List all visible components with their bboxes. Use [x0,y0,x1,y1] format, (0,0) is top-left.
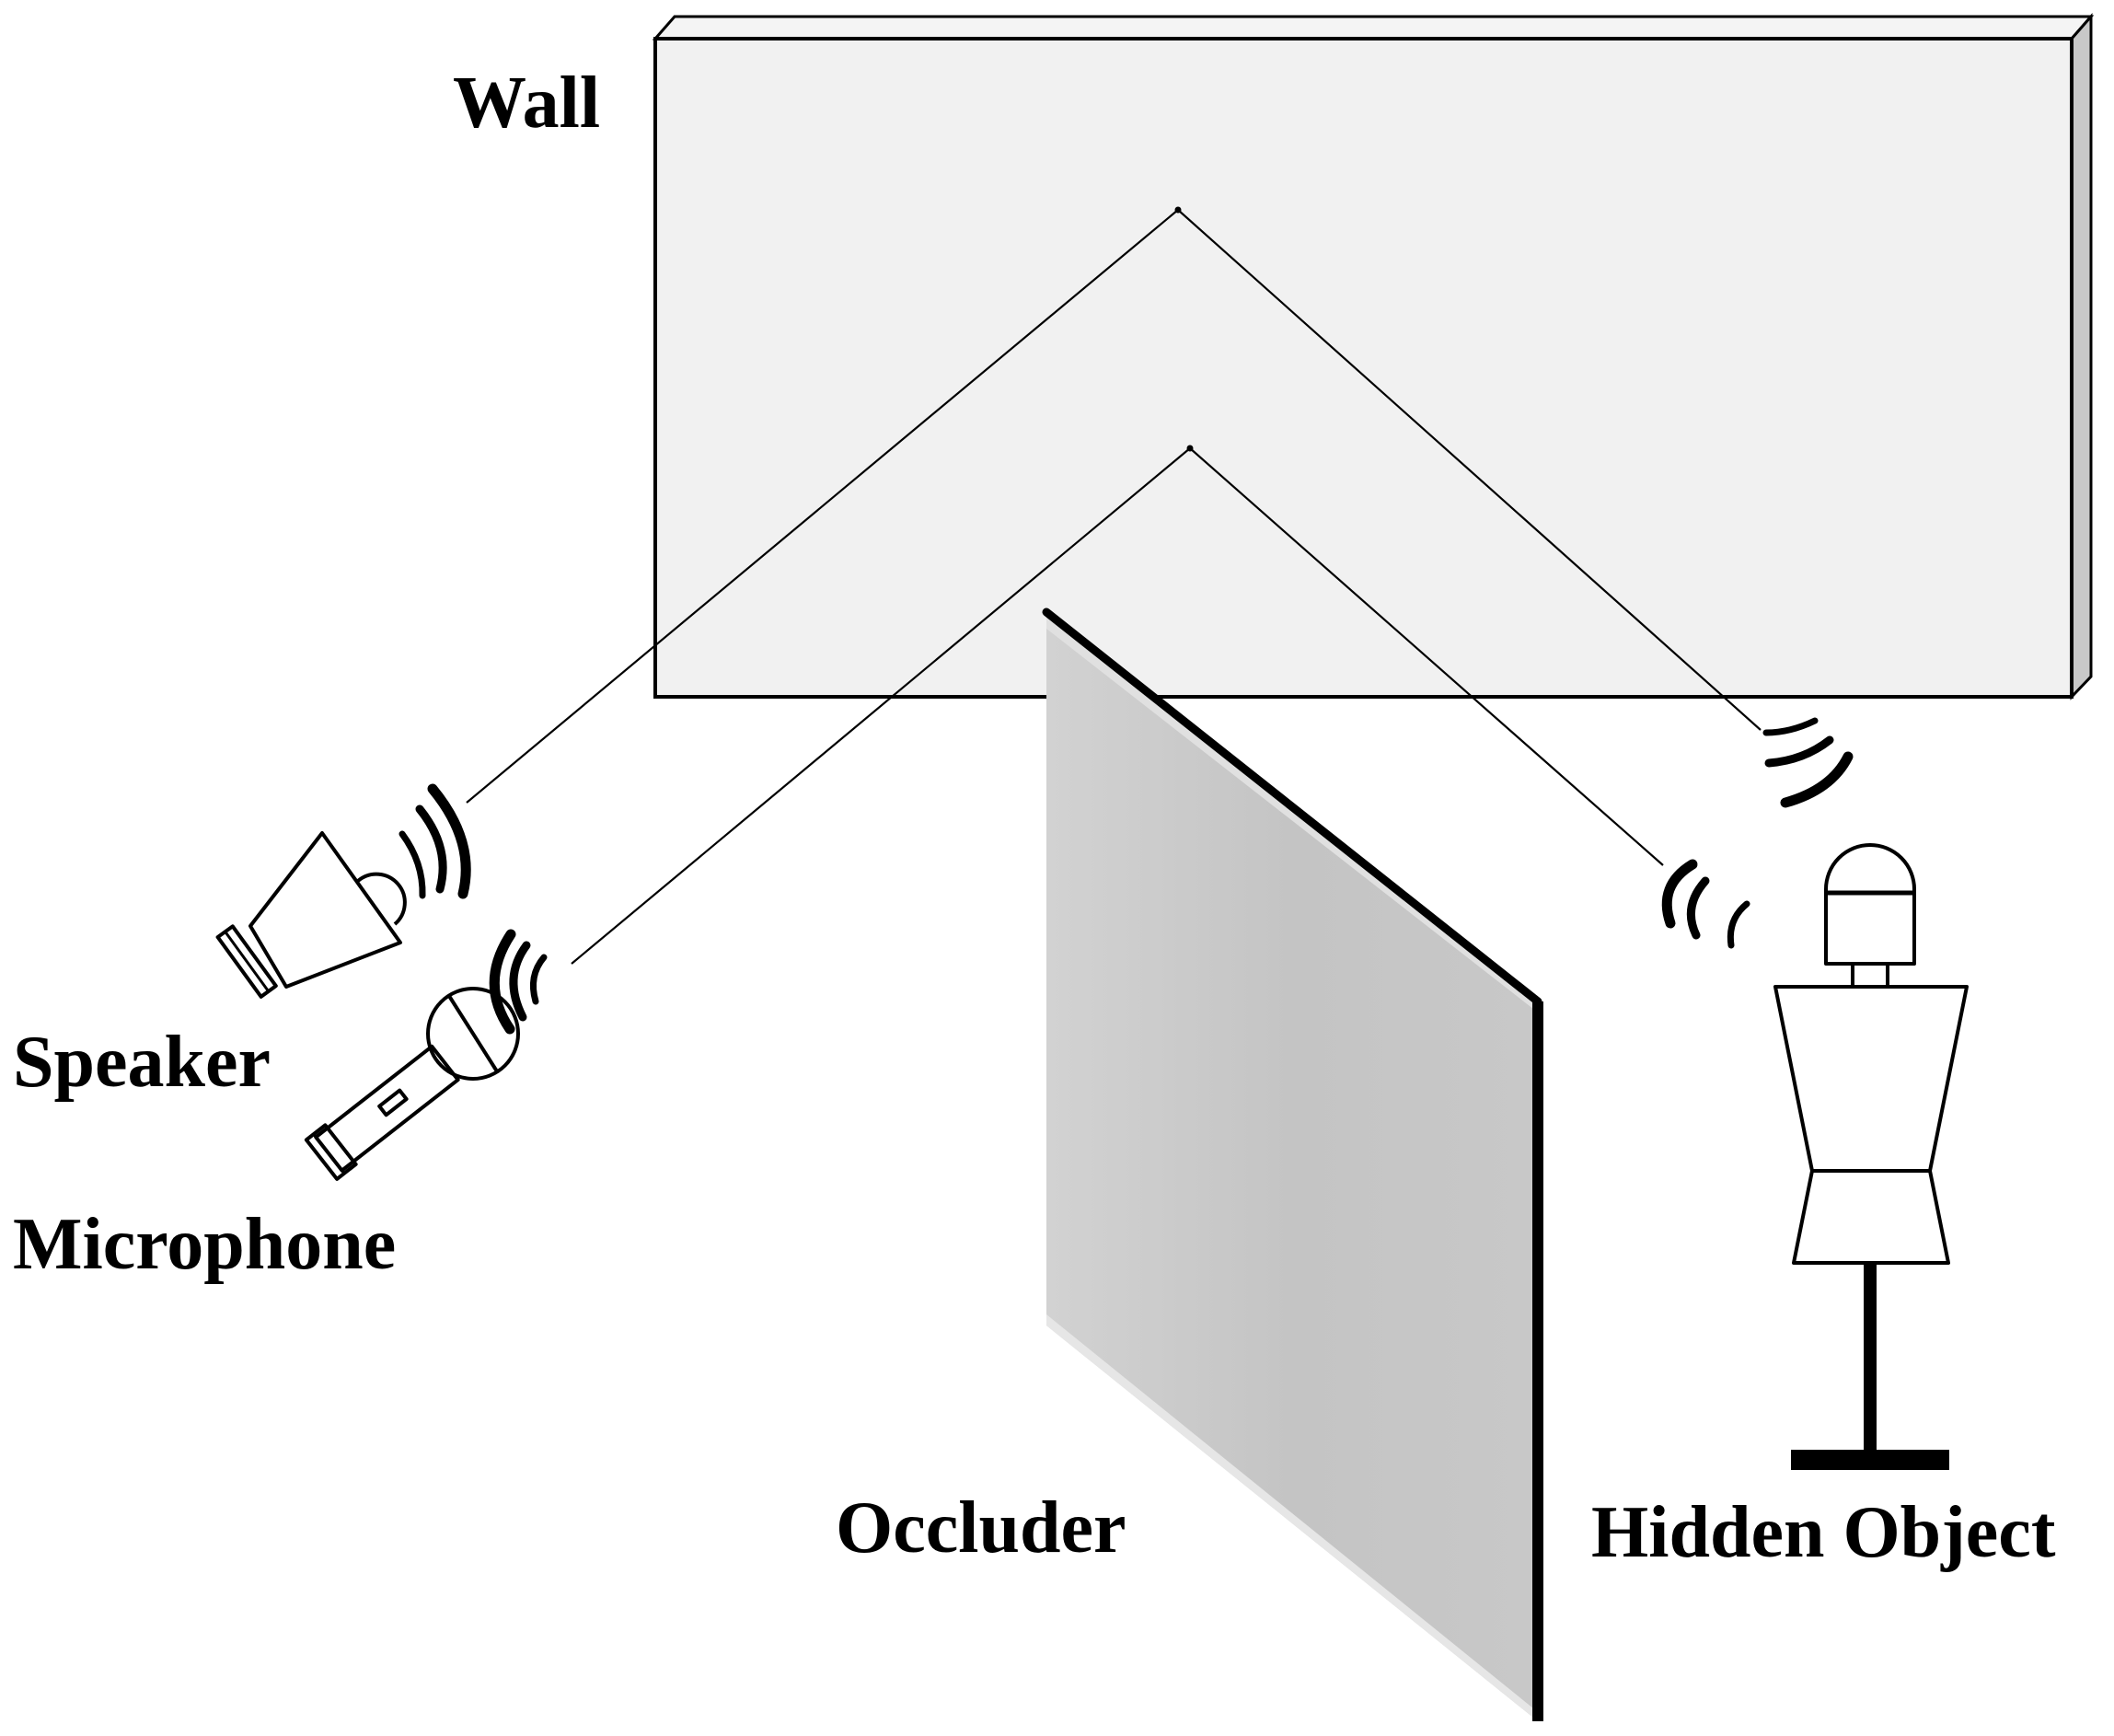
microphone-wave-3 [489,929,516,1035]
occluder-label: Occluder [836,1487,1126,1568]
occluder-panel [1046,612,1538,1721]
upper-signal-path [466,206,1762,804]
microphone-head [426,987,520,1081]
microphone-handle [314,1044,460,1173]
mannequin-torso [1773,985,1969,1173]
mannequin-head [1824,843,1916,966]
object-wave-upper-2 [1764,735,1834,768]
wall [652,13,2095,700]
hidden-object-label: Hidden Object [1591,1492,2056,1573]
object-wave-lower-2 [1686,876,1710,940]
occluder-bottom-bevel [1046,1314,1538,1721]
microphone-switch [377,1088,409,1117]
mannequin-stand-pole [1864,1263,1877,1459]
object-wave-lower-3 [1727,900,1750,949]
microphone-label: Microphone [13,1204,396,1285]
wall-side-face [2070,13,2093,700]
object-wave-upper-3 [1780,751,1854,808]
microphone [304,929,548,1181]
speaker-wave-2 [415,804,447,894]
microphone-wave-2 [509,941,531,1022]
object-wave-upper-1 [1762,717,1819,736]
microphone-wave-1 [530,954,548,1005]
mannequin-neck [1851,962,1889,989]
mannequin-hips [1792,1169,1950,1265]
speaker-dome [356,872,407,926]
speaker-wave-1 [399,830,426,899]
lower-signal-path [571,445,1664,965]
hidden-object [1773,843,1969,1470]
speaker-label: Speaker [13,1022,271,1103]
wall-front-face [653,37,2074,699]
speaker [215,783,471,999]
wall-label: Wall [453,63,600,144]
speaker-body [248,831,402,989]
occluder [1042,608,1543,1721]
wall-top-face [652,15,2095,41]
object-wave-lower-1 [1661,859,1698,929]
microphone-end-cap [304,1123,358,1181]
mannequin-stand-base [1791,1450,1949,1470]
speaker-wave-3 [427,783,471,899]
